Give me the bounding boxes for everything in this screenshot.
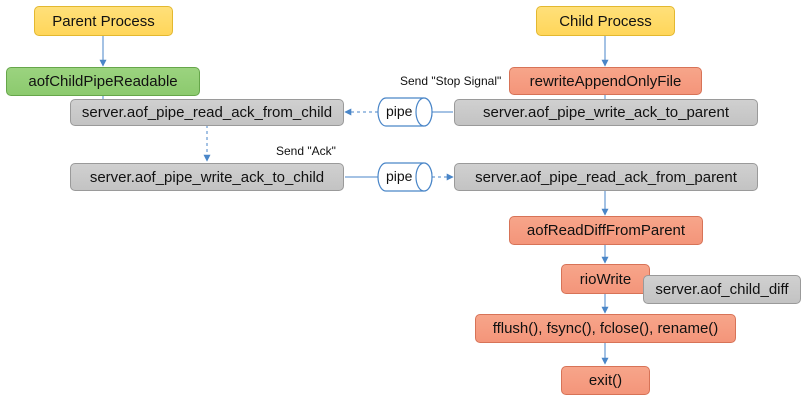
rio-write-node: rioWrite xyxy=(561,264,650,294)
pipe-bottom-label: pipe xyxy=(386,168,413,184)
exit-node: exit() xyxy=(561,366,650,395)
ack-caption: Send "Ack" xyxy=(276,144,336,158)
stop-signal-caption: Send "Stop Signal" xyxy=(400,74,502,88)
flush-fsync-close-rename-node: fflush(), fsync(), fclose(), rename() xyxy=(475,314,736,343)
child-process-header: Child Process xyxy=(536,6,675,36)
aof-read-diff-from-parent-node: aofReadDiffFromParent xyxy=(509,216,703,245)
child-write-ack-node: server.aof_pipe_write_ack_to_parent xyxy=(454,99,758,126)
pipe-bottom-shape xyxy=(377,162,433,192)
aof-child-diff-node: server.aof_child_diff xyxy=(643,275,801,304)
rewrite-append-only-file-node: rewriteAppendOnlyFile xyxy=(509,67,702,95)
pipe-top-label: pipe xyxy=(386,103,413,119)
parent-process-header: Parent Process xyxy=(34,6,173,36)
child-read-ack-node: server.aof_pipe_read_ack_from_parent xyxy=(454,163,758,191)
aof-child-pipe-readable-node: aofChildPipeReadable xyxy=(6,67,200,96)
parent-write-ack-node: server.aof_pipe_write_ack_to_child xyxy=(70,163,344,191)
pipe-top-shape xyxy=(377,97,433,127)
parent-read-ack-node: server.aof_pipe_read_ack_from_child xyxy=(70,99,344,126)
